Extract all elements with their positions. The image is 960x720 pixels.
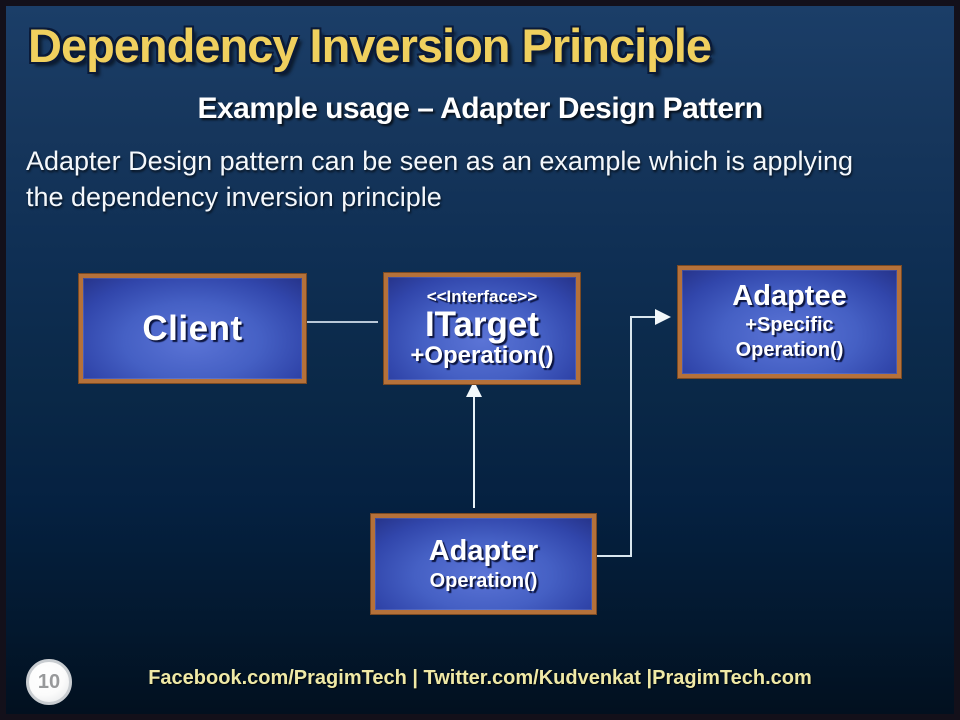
page-subtitle: Example usage – Adapter Design Pattern — [197, 92, 763, 125]
page-number-badge: 10 — [26, 659, 72, 705]
connector-adapter-adaptee — [590, 316, 656, 557]
page-number: 10 — [37, 670, 61, 693]
itarget-node-label: ITarget — [424, 304, 540, 344]
client-node-label: Client — [142, 308, 243, 348]
itarget-node: <<Interface>> ITarget +Operation() — [384, 273, 580, 384]
adaptee-node-label: Adaptee — [732, 280, 847, 313]
interface-stereotype: <<Interface>> — [426, 287, 538, 307]
body-paragraph: Adapter Design pattern can be seen as an… — [26, 146, 854, 212]
adapter-node-label: Adapter — [428, 535, 539, 568]
adapter-operation: Operation() — [429, 569, 538, 592]
adaptee-node: Adaptee +Specific Operation() — [678, 266, 901, 378]
arrowhead-right-icon — [655, 309, 671, 325]
adapter-node: Adapter Operation() — [371, 514, 596, 614]
client-node: Client — [79, 274, 306, 383]
page-title: Dependency Inversion Principle — [28, 19, 712, 72]
itarget-operation: +Operation() — [410, 342, 554, 370]
footer-links: Facebook.com/PragimTech | Twitter.com/Ku… — [148, 667, 812, 689]
adaptee-operation: +Specific Operation() — [735, 313, 844, 361]
